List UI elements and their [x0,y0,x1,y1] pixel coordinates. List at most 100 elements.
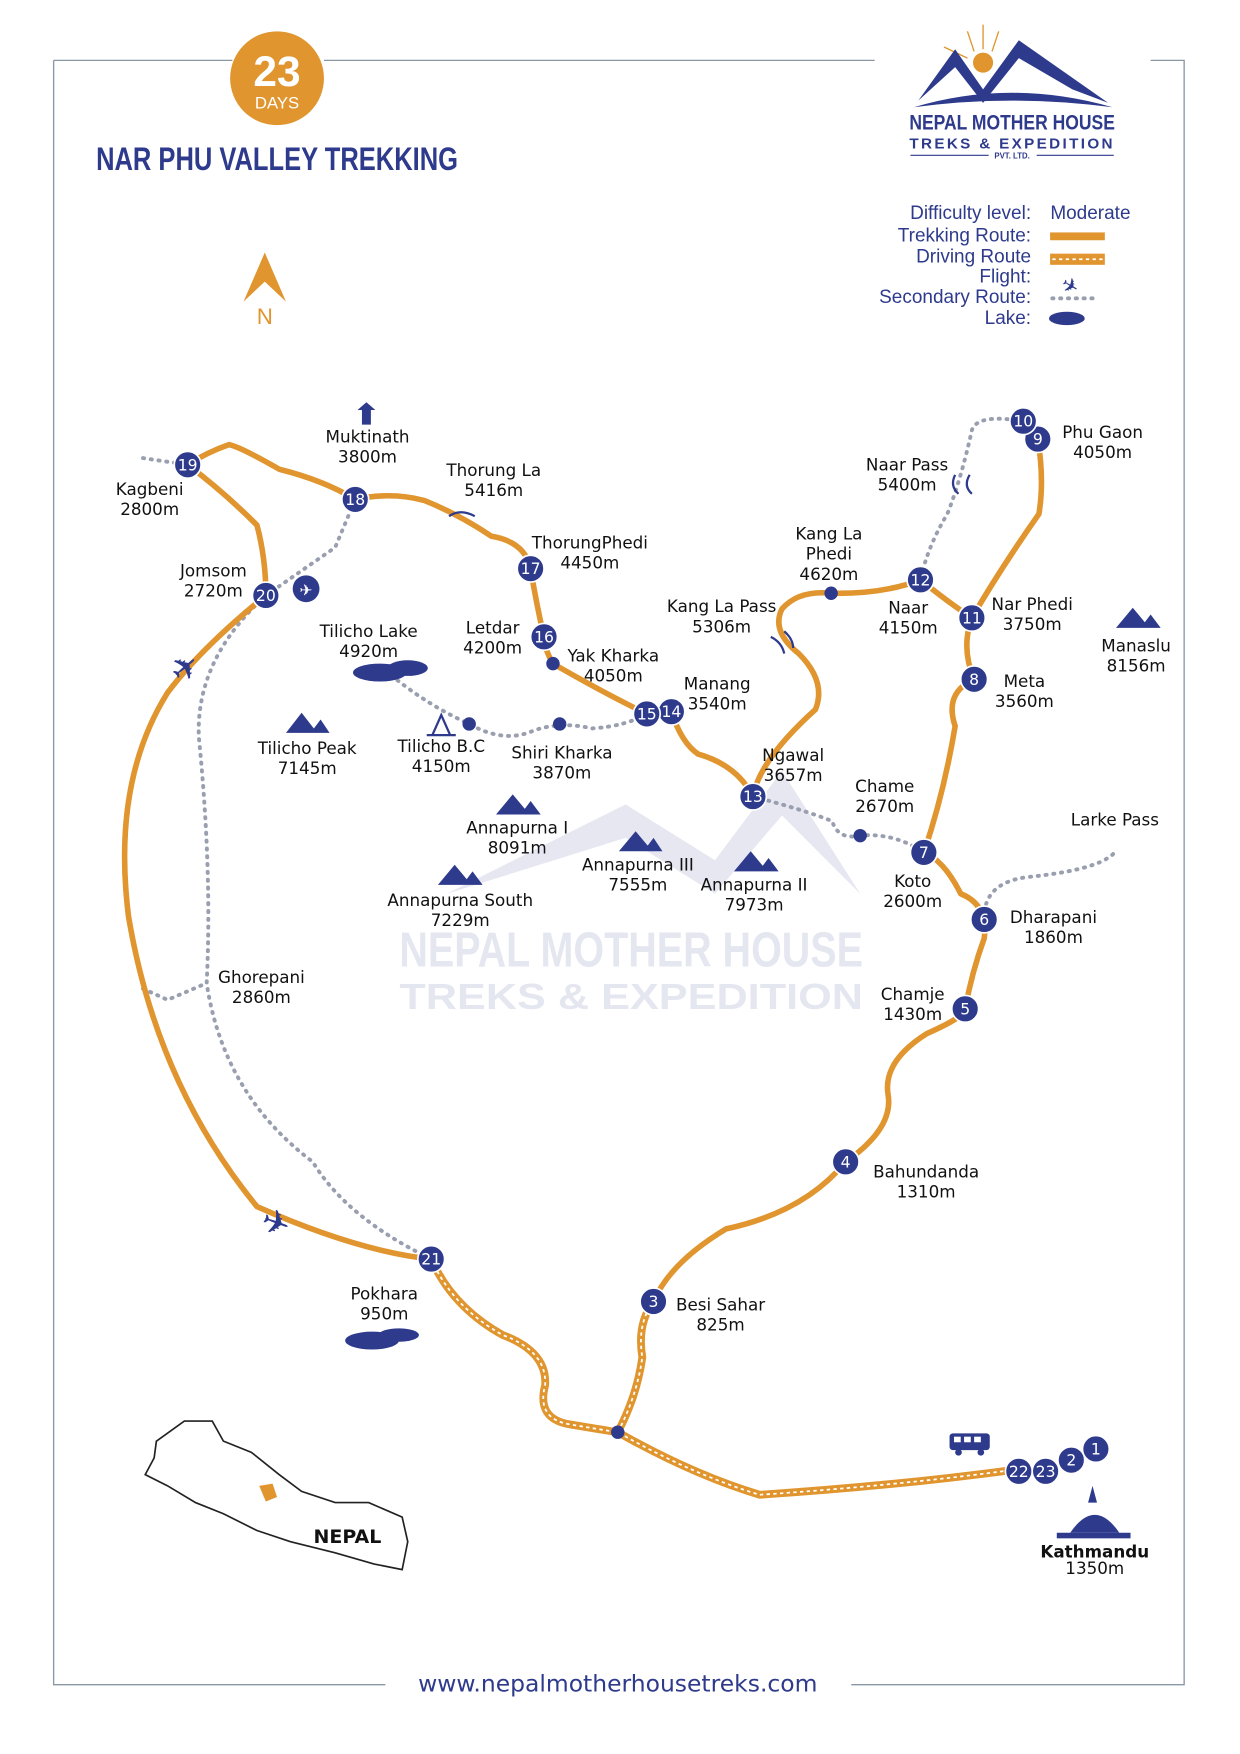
day-marker-19: 19 [173,450,202,480]
elev-koto: 2600m [883,891,942,911]
bus-icon [949,1433,990,1456]
label-naar-pass: Naar Pass [866,454,948,474]
days-number: 23 [253,48,300,95]
day-marker-21: 21 [416,1244,446,1274]
plane-icon: ✈ [300,582,313,599]
elev-kagbeni: 2800m [120,499,179,519]
label-chame: Chame [855,776,914,796]
elev-tilicho-peak: 7145m [278,758,337,778]
legend-difficulty-value: Moderate [1050,203,1130,224]
day-marker-7: 7 [909,838,939,867]
label-chamje: Chamje [881,984,945,1004]
label-kang-la-phedi-2: Phedi [806,544,852,564]
elev-jomsom: 2720m [184,581,243,601]
elev-chamje: 1430m [883,1004,942,1024]
elev-annapurna-2: 7973m [725,895,784,915]
elev-kathmandu: 1350m [1065,1558,1124,1578]
svg-text:2: 2 [1066,1451,1076,1470]
label-annapurna-2: Annapurna II [701,874,808,894]
logo-line1: NEPAL MOTHER HOUSE [909,112,1115,135]
svg-text:21: 21 [421,1250,441,1269]
elev-tilicho-bc: 4150m [412,756,471,776]
label-larke-pass: Larke Pass [1071,810,1159,830]
label-annapurna-3: Annapurna III [582,854,694,874]
legend-difficulty-label: Difficulty level: [910,203,1031,224]
legend-driving-swatch [1050,253,1105,265]
day-marker-16: 16 [529,622,559,652]
label-yak-kharka: Yak Kharka [566,645,659,665]
elev-besi-sahar: 825m [696,1315,744,1335]
day-marker-2: 2 [1057,1445,1086,1475]
page-title: NAR PHU VALLEY TREKKING [96,141,458,177]
label-letdar: Letdar [466,617,520,637]
svg-text:20: 20 [256,586,276,605]
days-badge: 23 DAYS [230,31,324,126]
elev-phu-gaon: 4050m [1073,442,1132,462]
elev-kang-la-phedi: 4620m [799,564,858,584]
airport-icon [292,575,320,603]
svg-text:6: 6 [979,910,989,929]
svg-text:8: 8 [969,670,979,689]
label-pokhara: Pokhara [351,1283,418,1303]
elev-ngawal: 3657m [764,765,823,785]
label-kagbeni: Kagbeni [116,479,184,499]
elev-kang-la-pass: 5306m [692,616,751,636]
elev-ghorepani: 2860m [232,987,291,1007]
svg-text:23: 23 [1036,1462,1056,1481]
driving-routes [427,1255,1015,1499]
elev-dharapani: 1860m [1024,927,1083,947]
day-marker-23: 23 [1031,1457,1060,1486]
svg-text:12: 12 [911,570,931,589]
svg-text:13: 13 [743,787,763,806]
legend-secondary: Secondary Route: [879,287,1031,308]
svg-text:9: 9 [1033,430,1043,449]
day-marker-5: 5 [950,994,980,1024]
elev-thorung-phedi: 4450m [560,553,619,573]
days-label: DAYS [255,93,299,112]
pass-icons [448,474,973,654]
label-nar-phedi: Nar Phedi [992,594,1073,614]
stupa-icon [1056,1485,1131,1539]
day-marker-10: 10 [1009,406,1038,436]
inset-country-label: NEPAL [314,1526,382,1548]
waypoint-dots [462,586,867,843]
logo-line2: TREKS & EXPEDITION [909,137,1115,153]
svg-text:11: 11 [962,608,982,627]
svg-text:5: 5 [960,999,970,1018]
svg-text:NEPAL MOTHER HOUSE: NEPAL MOTHER HOUSE [399,923,863,977]
elev-muktinath: 3800m [338,447,397,467]
legend-flight: Flight: [979,267,1031,288]
elev-pokhara: 950m [360,1303,408,1323]
label-naar: Naar [888,597,928,617]
camp-icon [426,712,456,737]
label-thorung-la: Thorung La [445,460,541,480]
day-marker-15: 15 [632,699,662,729]
website-link[interactable]: www.nepalmotherhousetreks.com [418,1669,817,1697]
svg-text:18: 18 [345,490,365,509]
svg-text:14: 14 [661,702,681,721]
elev-thorung-la: 5416m [464,480,523,500]
elev-naar-pass: 5400m [878,474,937,494]
svg-text:4: 4 [841,1152,851,1171]
elev-tilicho-lake: 4920m [339,641,398,661]
label-ngawal: Ngawal [762,745,824,765]
elev-manang: 3540m [688,693,747,713]
elev-shiri-kharka: 3870m [532,763,591,783]
label-phu-gaon: Phu Gaon [1062,422,1143,442]
